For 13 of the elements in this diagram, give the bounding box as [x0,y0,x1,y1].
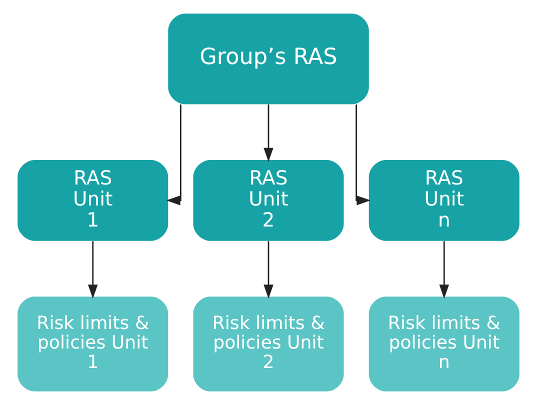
arrow [166,104,182,206]
node-box: RAS Unit 2 [193,160,344,241]
node-box: Group’s RAS [168,14,369,104]
node-box: RAS Unit n [368,160,520,241]
arrow [264,241,274,299]
arrow [439,241,450,299]
node-box: Risk limits & policies Unit 1 [18,296,168,392]
arrow [356,104,371,206]
arrow [264,104,274,162]
arrow [88,241,98,299]
node-box: Risk limits & policies Unit n [368,296,520,392]
node-box: Risk limits & policies Unit 2 [193,296,344,392]
node-box: RAS Unit 1 [18,160,168,241]
